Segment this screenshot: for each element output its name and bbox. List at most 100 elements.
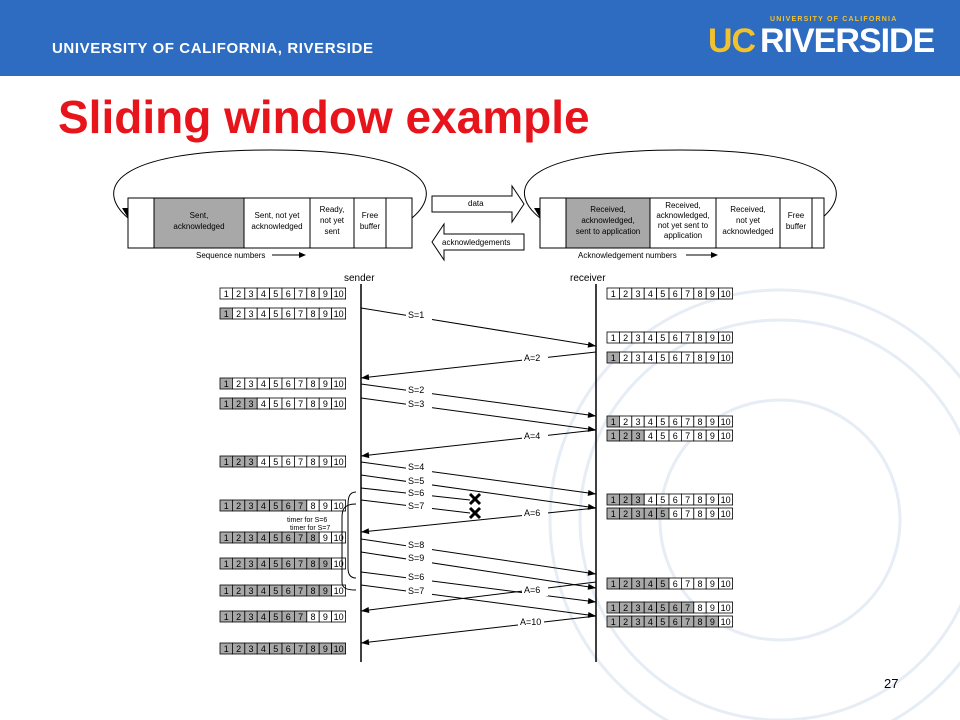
window-cell-number: 6 xyxy=(286,289,291,299)
window-cell xyxy=(718,415,733,428)
window-cell-number: 7 xyxy=(298,309,303,319)
window-cell-number: 9 xyxy=(323,533,328,543)
sender-cell-1-line1: Sent, xyxy=(190,211,209,220)
window-cell-number: 1 xyxy=(224,457,229,467)
arrowhead xyxy=(587,341,596,348)
sender-label: sender xyxy=(344,273,375,284)
ack-numbers-label: Acknowledgement numbers xyxy=(578,251,677,260)
window-cell-number: 7 xyxy=(685,509,690,519)
window-cell-number: 8 xyxy=(310,289,315,299)
window-cell xyxy=(718,429,733,442)
message-label-bg xyxy=(522,585,548,596)
window-cell-number: 4 xyxy=(648,333,653,343)
window-cell-number: 6 xyxy=(673,289,678,299)
window-cell-number: 5 xyxy=(273,379,278,389)
slide-title: Sliding window example xyxy=(58,91,590,143)
window-cell-number: 2 xyxy=(623,495,628,505)
window-cell-number: 9 xyxy=(710,289,715,299)
window-cell-number: 6 xyxy=(673,417,678,427)
window-cell xyxy=(331,610,347,623)
sender-cell-2-line2: acknowledged xyxy=(251,222,302,231)
window-cell-number: 1 xyxy=(611,353,616,363)
window-cell-number: 6 xyxy=(286,501,291,511)
window-cell xyxy=(718,331,733,344)
window-cell-number: 1 xyxy=(224,586,229,596)
timer-bracket-s7 xyxy=(341,503,357,591)
window-cell-number: 7 xyxy=(685,353,690,363)
window-cell-number: 6 xyxy=(673,617,678,627)
timer-label-1: timer for S=6 xyxy=(287,517,327,524)
receiver-buffer: Received, acknowledged, sent to applicat… xyxy=(524,149,837,260)
message-label-bg xyxy=(522,353,548,364)
window-cell-number: 10 xyxy=(721,353,731,363)
window-cell-number: 9 xyxy=(323,399,328,409)
message-label-bg xyxy=(406,501,432,512)
message-label-bg xyxy=(406,462,432,473)
message-line xyxy=(360,507,597,533)
message-label: A=10 xyxy=(520,617,541,627)
window-cell-number: 8 xyxy=(697,617,702,627)
window-cell-number: 3 xyxy=(248,457,253,467)
window-cell-number: 3 xyxy=(635,509,640,519)
window-cell-number: 7 xyxy=(685,617,690,627)
window-cell-number: 7 xyxy=(685,495,690,505)
window-cell-number: 6 xyxy=(286,612,291,622)
loss-markers xyxy=(468,492,482,520)
window-cell-number: 1 xyxy=(224,612,229,622)
sender-cell-3-line2: not yet xyxy=(320,216,345,225)
window-cell-number: 3 xyxy=(248,586,253,596)
receiver-cell-2-line1: Received, xyxy=(665,201,701,210)
window-cell-number: 3 xyxy=(248,501,253,511)
window-cell-number: 5 xyxy=(660,431,665,441)
window-cell-number: 2 xyxy=(236,309,241,319)
window-cell-number: 3 xyxy=(248,533,253,543)
logo-uc: UC xyxy=(708,22,756,60)
window-cell-number: 10 xyxy=(334,501,344,511)
message-line xyxy=(360,551,597,589)
window-cell-number: 4 xyxy=(648,509,653,519)
window-cell-number: 2 xyxy=(236,379,241,389)
window-cell-number: 9 xyxy=(710,417,715,427)
window-cell-number: 6 xyxy=(286,379,291,389)
window-cell-number: 9 xyxy=(323,309,328,319)
window-cell-number: 5 xyxy=(273,612,278,622)
window-cell-number: 5 xyxy=(273,457,278,467)
window-cell-number: 5 xyxy=(273,309,278,319)
window-cell-number: 3 xyxy=(248,379,253,389)
window-cell xyxy=(331,377,347,390)
receiver-cell-3-line3: acknowledged xyxy=(722,227,773,236)
message-label: S=2 xyxy=(408,385,424,395)
message-line xyxy=(360,397,597,431)
window-cell-number: 10 xyxy=(334,309,344,319)
window-cell xyxy=(331,397,347,410)
arrowhead xyxy=(361,374,370,381)
window-cell-number: 3 xyxy=(248,644,253,654)
message-label: S=9 xyxy=(408,553,424,563)
window-cell-number: 2 xyxy=(623,353,628,363)
window-cell-number: 4 xyxy=(648,417,653,427)
window-cell-number: 8 xyxy=(697,495,702,505)
message-label: A=6 xyxy=(524,585,540,595)
window-cell-number: 3 xyxy=(635,431,640,441)
window-cell-number: 10 xyxy=(721,495,731,505)
window-cell-number: 4 xyxy=(648,353,653,363)
window-cell-number: 1 xyxy=(611,603,616,613)
window-cell-number: 1 xyxy=(611,495,616,505)
message-arrow: S=1 xyxy=(360,307,597,348)
window-cell-number: 6 xyxy=(673,579,678,589)
window-cell-number: 7 xyxy=(685,333,690,343)
window-cell-number: 9 xyxy=(323,501,328,511)
message-label-bg xyxy=(406,476,432,487)
window-cell-number: 2 xyxy=(623,617,628,627)
window-cell xyxy=(331,287,347,300)
sender-buffer: Sent, acknowledged Sent, not yet acknowl… xyxy=(113,149,427,260)
message-arrow: S=6 xyxy=(360,571,597,604)
window-cell-number: 5 xyxy=(660,417,665,427)
window-cell-number: 2 xyxy=(236,559,241,569)
window-cell-number: 8 xyxy=(310,644,315,654)
window-cell xyxy=(331,499,347,512)
